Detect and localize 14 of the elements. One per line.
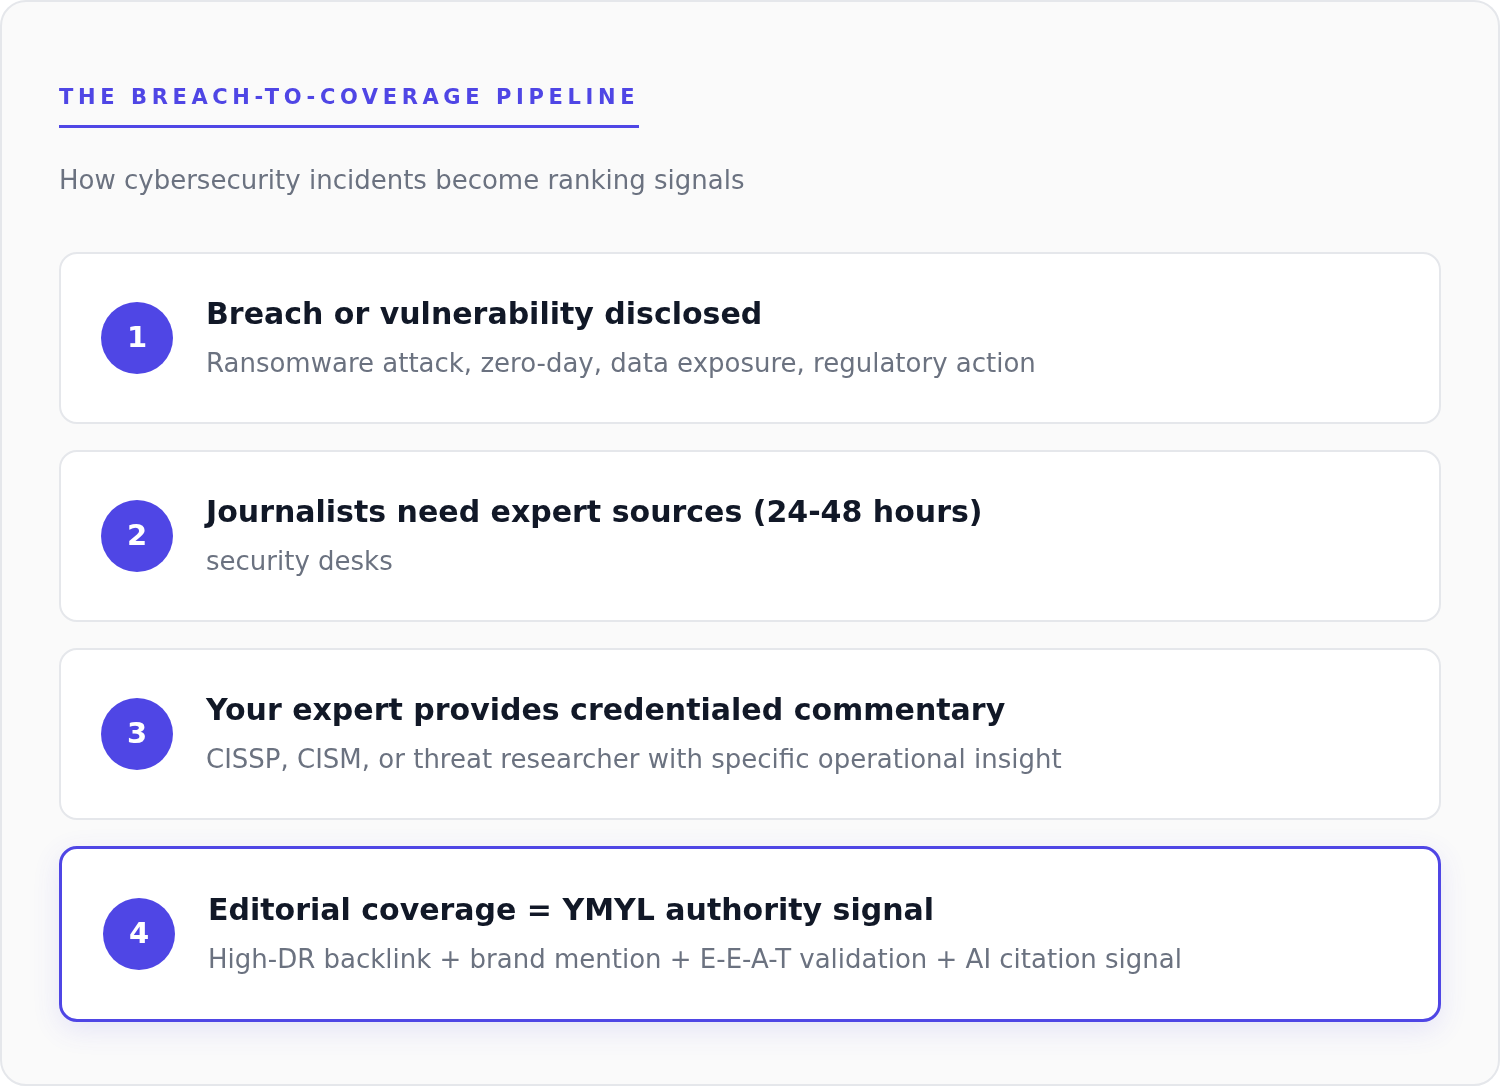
step-heading: Your expert provides credentialed commentary bbox=[206, 692, 1006, 728]
step-heading: Editorial coverage = YMYL authority signal bbox=[208, 892, 935, 928]
step-card bbox=[59, 252, 1441, 424]
step-card bbox=[59, 846, 1441, 1022]
step-description: Ransomware attack, zero-day, data exposure, regulatory action bbox=[206, 347, 1036, 380]
subtitle: How cybersecurity incidents become ranking signals bbox=[59, 164, 745, 197]
step-description: High-DR backlink + brand mention + E-E-A-T validation + AI citation signal bbox=[208, 943, 1182, 976]
step-description: CISSP, CISM, or threat researcher with specific operational insight bbox=[206, 743, 1062, 776]
step-description: security desks bbox=[206, 545, 393, 578]
step-card bbox=[59, 450, 1441, 622]
step-heading: Journalists need expert sources (24-48 hours) bbox=[206, 494, 983, 530]
title: THE BREACH-TO-COVERAGE PIPELINE bbox=[59, 82, 640, 128]
step-heading: Breach or vulnerability disclosed bbox=[206, 296, 763, 332]
step-card bbox=[59, 648, 1441, 820]
